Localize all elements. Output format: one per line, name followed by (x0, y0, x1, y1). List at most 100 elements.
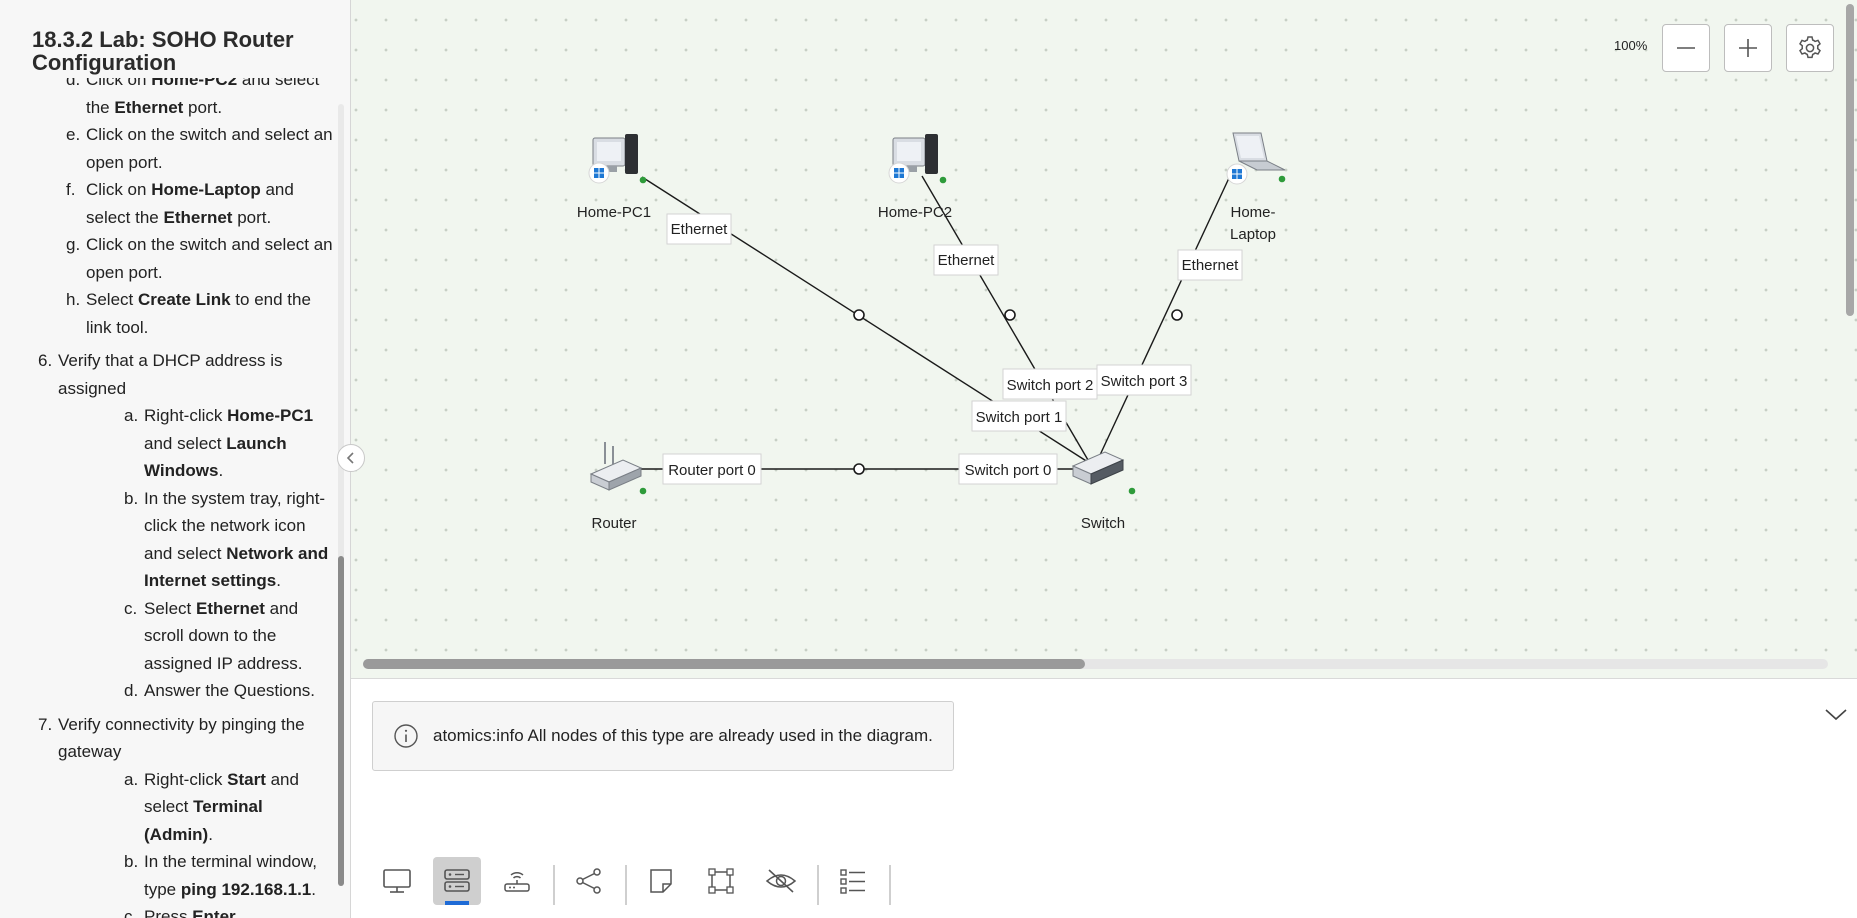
collapse-panel-button[interactable] (337, 444, 365, 472)
instruction-substep: a.Right-click Start and select Terminal … (58, 766, 336, 849)
add-note-button[interactable] (637, 857, 685, 905)
instructions-scroll-thumb[interactable] (338, 556, 344, 886)
lab-title: 18.3.2 Lab: SOHO Router Configuration (32, 28, 322, 74)
substep-emphasis: Ethernet (163, 207, 233, 227)
device-label-home-pc2: Home-PC2 (878, 204, 952, 221)
link-midpoint-handle[interactable] (1171, 309, 1183, 321)
step-number: 7. (38, 714, 53, 734)
toggle-visibility-button[interactable] (757, 857, 805, 905)
substep-text: . (208, 824, 213, 844)
substep-emphasis: Launch Windows (144, 433, 287, 481)
link-midpoint-handle[interactable] (853, 463, 865, 475)
add-computer-button[interactable] (373, 857, 421, 905)
substep-emphasis: Home-PC1 (227, 406, 314, 425)
info-message: atomics:info All nodes of this type are … (372, 701, 954, 771)
substep-emphasis: Home-PC2 (151, 78, 238, 89)
svg-text:Ethernet: Ethernet (671, 221, 729, 238)
svg-text:Switch port 0: Switch port 0 (965, 462, 1052, 479)
link-label-switch-port3[interactable]: Switch port 3 (1096, 364, 1192, 396)
step-text: Verify connectivity by pinging the gatew… (58, 714, 305, 762)
substep-letter: e. (66, 125, 81, 144)
link-midpoint-handle[interactable] (1004, 309, 1016, 321)
instruction-substep: d.Answer the Questions. (58, 677, 336, 705)
link-tool-icon (576, 868, 601, 894)
add-server-button[interactable] (433, 857, 481, 905)
instructions-list[interactable]: d.Click on Home-PC2 and select the Ether… (0, 78, 336, 918)
device-home-laptop[interactable] (1226, 132, 1286, 185)
link-laptop-switch[interactable] (1099, 177, 1230, 456)
link-label-laptop-ethernet[interactable]: Ethernet (1177, 249, 1243, 281)
substep-letter: b. (124, 488, 139, 508)
instruction-step: 7.Verify connectivity by pinging the gat… (0, 711, 336, 918)
link-label-router-port0[interactable]: Router port 0 (662, 453, 762, 485)
status-online-icon (639, 176, 647, 184)
step-number: 6. (38, 351, 53, 370)
instructions-panel: d.Click on Home-PC2 and select the Ether… (0, 0, 351, 918)
toolbar-divider (817, 865, 819, 905)
gear-icon (1799, 36, 1821, 59)
canvas-horizontal-scroll-thumb[interactable] (363, 659, 1085, 669)
instruction-substep: b.In the system tray, right-click the ne… (58, 485, 336, 595)
device-router[interactable] (589, 442, 647, 495)
substep-letter: h. (66, 290, 81, 309)
instruction-step: 6.Verify that a DHCP address is assigned… (0, 347, 336, 705)
device-label-router: Router (591, 515, 636, 532)
substep-text: Right-click (144, 406, 228, 425)
instruction-substep: h.Select Create Link to end the link too… (0, 286, 336, 341)
substep-emphasis: Ethernet (195, 598, 265, 618)
substep-emphasis: ping 192.168.1.1 (180, 879, 312, 899)
info-icon (394, 724, 418, 748)
substep-letter: f. (66, 180, 76, 199)
add-shape-button[interactable] (697, 857, 745, 905)
zoom-out-button[interactable] (1662, 24, 1710, 72)
windows-icon (588, 162, 610, 184)
substep-letter: d. (66, 78, 81, 89)
instruction-step: d.Click on Home-PC2 and select the Ether… (0, 78, 336, 341)
network-canvas[interactable]: Home-PC1 Home-PC2 (351, 0, 1857, 679)
device-switch[interactable] (1071, 451, 1136, 495)
settings-button[interactable] (1786, 24, 1834, 72)
substep-text: to end the link tool. (86, 290, 311, 337)
toolbar-divider (553, 865, 555, 905)
instructions-scrollbar[interactable] (338, 104, 344, 886)
link-label-switch-port0[interactable]: Switch port 0 (958, 453, 1058, 485)
substep-text: Select (86, 290, 138, 309)
zoom-in-button[interactable] (1724, 24, 1772, 72)
link-label-pc1-ethernet[interactable]: Ethernet (666, 213, 732, 245)
server-icon (444, 869, 470, 892)
instruction-substep: a.Right-click Home-PC1 and select Launch… (58, 402, 336, 485)
substep-text: Right-click (144, 769, 228, 789)
substep-text: Select (144, 598, 196, 618)
substep-text: Click on the switch and select an open p… (86, 125, 333, 172)
network-diagram[interactable]: Home-PC1 Home-PC2 (351, 0, 1857, 678)
canvas-horizontal-scrollbar[interactable] (363, 659, 1828, 669)
chevron-left-icon (346, 452, 354, 464)
chevron-down-icon (1825, 709, 1847, 721)
canvas-vertical-scrollbar[interactable] (1846, 0, 1854, 678)
canvas-vertical-scroll-thumb[interactable] (1846, 4, 1854, 316)
link-label-switch-port1[interactable]: Switch port 1 (971, 400, 1067, 432)
link-label-switch-port2[interactable]: Switch port 2 (1002, 368, 1098, 400)
substep-text: Answer the Questions. (144, 681, 316, 700)
instruction-substep: c.Select Ethernet and scroll down to the… (58, 595, 336, 678)
add-wireless-router-button[interactable] (493, 857, 541, 905)
device-home-pc1[interactable] (588, 134, 647, 184)
device-list-button[interactable] (829, 857, 877, 905)
device-home-pc2[interactable] (888, 134, 947, 184)
hide-icon (765, 869, 797, 893)
link-label-pc2-ethernet[interactable]: Ethernet (933, 244, 999, 276)
substep-letter: c. (124, 598, 138, 618)
substep-text: . (311, 879, 316, 899)
toolbar-divider (625, 865, 627, 905)
svg-text:Switch port 1: Switch port 1 (976, 409, 1063, 426)
create-link-button[interactable] (565, 857, 613, 905)
substep-text: . (235, 907, 241, 918)
substep-letter: a. (124, 406, 139, 425)
status-online-icon (639, 487, 647, 495)
link-midpoint-handle[interactable] (853, 309, 865, 321)
zoom-level: 100% (1614, 38, 1648, 53)
substep-text: port. (232, 207, 272, 227)
collapse-info-button[interactable] (1821, 703, 1851, 727)
instruction-substep: e. Click on the switch and select an open… (0, 121, 336, 176)
instruction-substep: c.Press Enter. (58, 903, 336, 918)
